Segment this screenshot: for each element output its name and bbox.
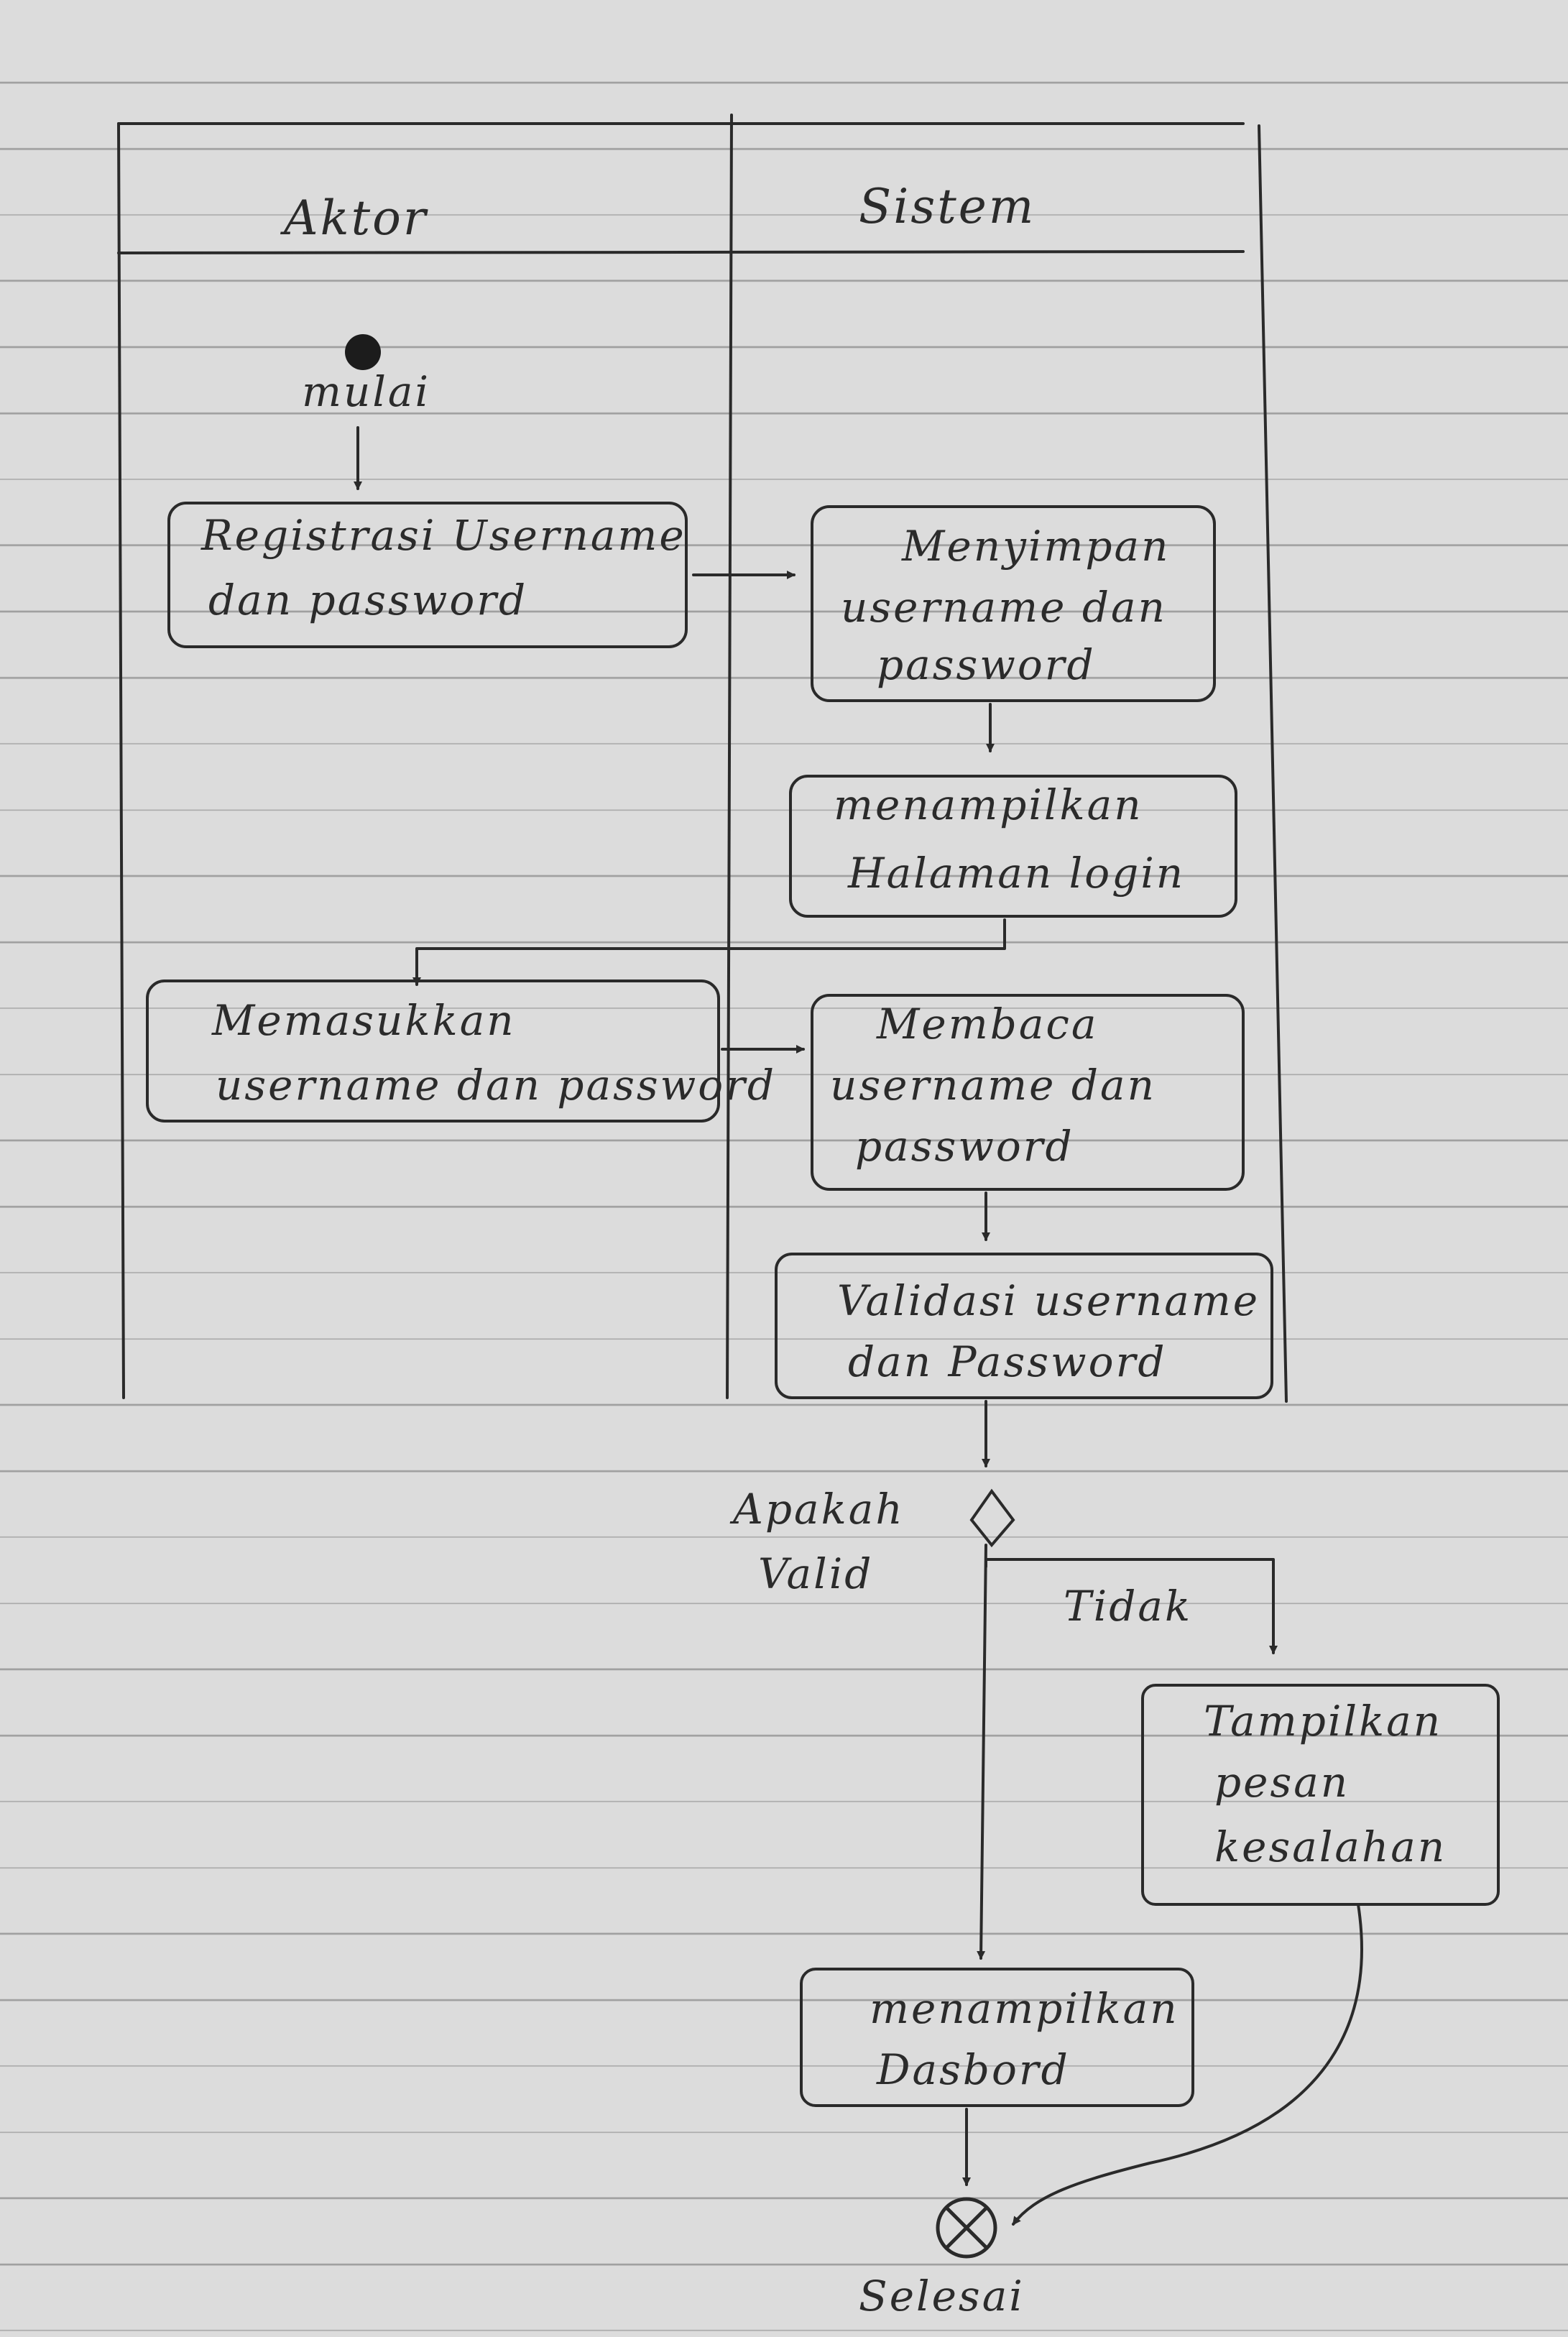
dashboard-line-2: Dasbord: [876, 2045, 1070, 2094]
activity-registrasi: [167, 502, 688, 648]
start-node: [345, 334, 381, 370]
activity-menampilkan-login: [789, 775, 1237, 918]
login-line-2: Halaman login: [847, 849, 1185, 898]
activity-memasukkan: [146, 979, 720, 1123]
memasukkan-line-2: username dan password: [216, 1061, 776, 1110]
activity-dashboard: [800, 1968, 1194, 2107]
memasukkan-line-1: Memasukkan: [211, 996, 516, 1045]
pesan-line-2: pesan: [1214, 1758, 1350, 1807]
login-line-1: menampilkan: [834, 780, 1143, 829]
menyimpan-line-3: password: [877, 640, 1096, 689]
arrow-pesan-to-end: [1012, 1903, 1363, 2226]
pesan-line-1: Tampilkan: [1204, 1697, 1442, 1746]
header-underline: [117, 250, 1245, 254]
activity-membaca: [811, 994, 1245, 1191]
membaca-line-3: password: [855, 1122, 1074, 1171]
decision-node: [969, 1488, 1015, 1548]
end-label: Selesai: [859, 2272, 1025, 2320]
lane-right-border: [1258, 124, 1288, 1403]
activity-pesan-kesalahan: [1141, 1684, 1500, 1906]
swimlane-frame: [117, 114, 1288, 1403]
lane-left-border: [117, 122, 125, 1399]
registrasi-line-2: dan password: [208, 576, 527, 624]
pesan-line-3: kesalahan: [1214, 1822, 1447, 1871]
lane-divider: [726, 114, 733, 1399]
membaca-line-1: Membaca: [876, 1000, 1098, 1048]
end-node: [936, 2197, 997, 2259]
activity-validasi: [775, 1253, 1273, 1399]
arrow-login-to-memasukkan: [412, 918, 1006, 986]
validasi-line-1: Validasi username: [837, 1276, 1260, 1325]
menyimpan-line-1: Menyimpan: [901, 522, 1170, 571]
start-label: mulai: [302, 367, 430, 416]
membaca-line-2: username dan: [830, 1061, 1156, 1110]
activity-menyimpan: [811, 505, 1216, 702]
lane-header-aktor: Aktor: [280, 190, 428, 246]
decision-line-2: Valid: [758, 1549, 873, 1598]
decision-line-1: Apakah: [729, 1485, 905, 1534]
menyimpan-line-2: username dan: [841, 583, 1167, 632]
lane-header-sistem: Sistem: [859, 179, 1036, 234]
arrow-decision-to-dashboard: [977, 1544, 987, 1960]
tidak-label: Tidak: [1064, 1582, 1192, 1631]
validasi-line-2: dan Password: [848, 1337, 1166, 1386]
dashboard-line-1: menampilkan: [870, 1984, 1179, 2033]
registrasi-line-1: Registrasi Username: [200, 511, 686, 560]
